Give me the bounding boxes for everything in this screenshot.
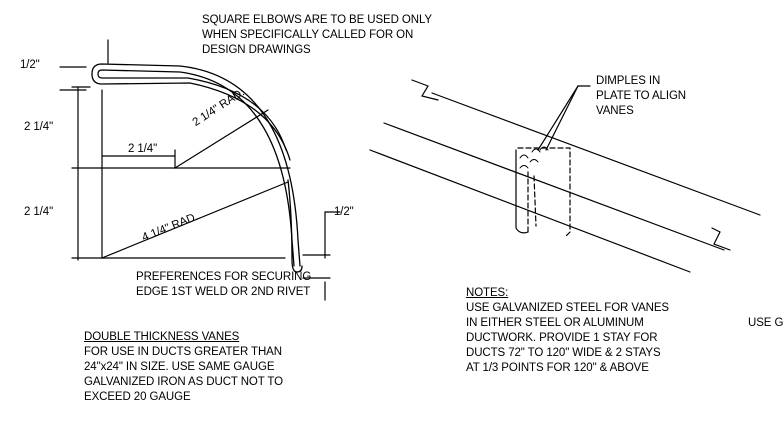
dimples-line-3: VANES [596, 105, 634, 117]
vane-fold-top-inner [97, 73, 287, 151]
double-thickness-line-4: EXCEED 20 GAUGE [84, 391, 191, 403]
vane-outer-skin [91, 63, 301, 267]
notes-line-3: DUCTWORK. PROVIDE 1 STAY FOR [466, 332, 658, 344]
dim-label-half-top: 1/2" [20, 59, 40, 71]
notes-line-2: IN EITHER STEEL OR ALUMINUM [466, 317, 644, 329]
duct-edge-middle [383, 122, 725, 251]
dim-label-lower: 2 1/4" [24, 206, 54, 218]
square-elbow-note-line-3: DESIGN DRAWINGS [202, 44, 311, 56]
preferences-note: PREFERENCES FOR SECURING EDGE 1ST WELD O… [136, 270, 311, 300]
dimples-note: DIMPLES IN PLATE TO ALIGN VANES [596, 74, 686, 119]
vane-inner-skin [97, 69, 295, 267]
square-elbow-note: SQUARE ELBOWS ARE TO BE USED ONLY WHEN S… [202, 13, 432, 58]
leader-1 [545, 85, 579, 151]
preferences-line-2: EDGE 1ST WELD OR 2ND RIVET [136, 286, 311, 298]
double-thickness-note: DOUBLE THICKNESS VANES FOR USE IN DUCTS … [84, 330, 283, 405]
vane-fold-top [91, 73, 291, 161]
double-thickness-line-3: GALVANIZED IRON AS DUCT NOT TO [84, 376, 283, 388]
vane-plate-dashed [527, 171, 537, 233]
double-thickness-line-1: FOR USE IN DUCTS GREATER THAN [84, 346, 282, 358]
dimples-line-1: DIMPLES IN [596, 75, 661, 87]
vane-hook [287, 179, 303, 273]
radius-line-outer [101, 181, 289, 259]
duct-edge-lower [369, 149, 691, 273]
dim-label-horizontal: 2 1/4" [128, 143, 158, 155]
vane-section [59, 39, 341, 301]
duct-isometric [369, 79, 761, 273]
radius-line-inner [174, 109, 269, 169]
general-notes: NOTES: USE GALVANIZED STEEL FOR VANES IN… [466, 286, 669, 376]
dimples-line-2: PLATE TO ALIGN [596, 90, 686, 102]
double-thickness-line-2: 24"x24" IN SIZE. USE SAME GAUGE [84, 361, 275, 373]
duct-break-right [711, 227, 731, 251]
double-thickness-heading: DOUBLE THICKNESS VANES [84, 331, 240, 343]
notes-heading: NOTES: [466, 287, 509, 299]
dim-label-upper: 2 1/4" [24, 121, 54, 133]
vane-plate-front [515, 149, 529, 234]
duct-edge-upper [431, 92, 761, 216]
square-elbow-note-line-1: SQUARE ELBOWS ARE TO BE USED ONLY [202, 14, 432, 26]
notes-line-4: DUCTS 72" TO 120" WIDE & 2 STAYS [466, 347, 661, 359]
vane-plate-back [517, 147, 571, 237]
dimples [519, 146, 549, 169]
notes-line-5: AT 1/3 POINTS FOR 120" & ABOVE [466, 362, 649, 374]
cut-off-note: USE G [748, 317, 784, 329]
leader-2 [537, 85, 579, 151]
dim-label-half-right: 1/2" [334, 206, 354, 218]
preferences-line-1: PREFERENCES FOR SECURING [136, 271, 312, 283]
duct-break-left [411, 79, 439, 101]
notes-line-1: USE GALVANIZED STEEL FOR VANES [466, 302, 669, 314]
square-elbow-note-line-2: WHEN SPECIFICALLY CALLED FOR ON [202, 29, 414, 41]
